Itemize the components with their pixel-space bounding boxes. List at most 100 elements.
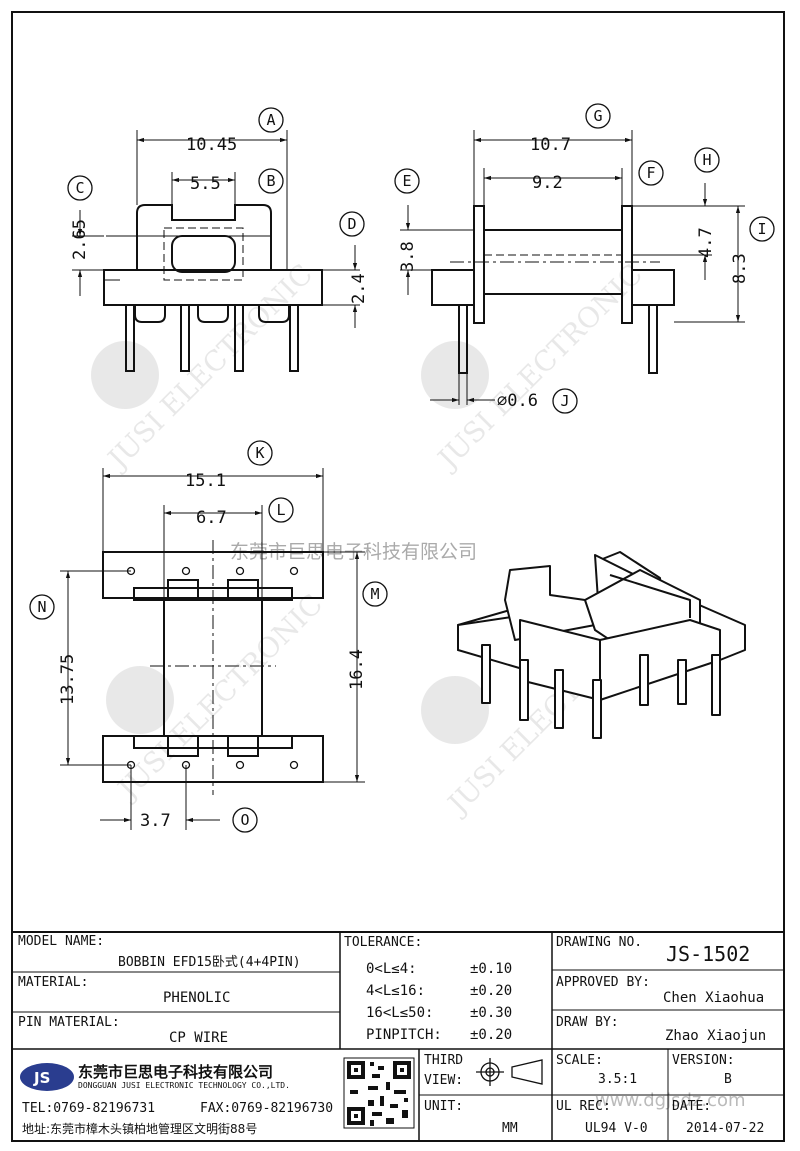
bottom-view	[102, 540, 324, 795]
tolerance-value-3: ±0.30	[470, 1005, 513, 1021]
third-view-label-2: VIEW:	[424, 1073, 464, 1088]
front-view	[103, 204, 323, 372]
dim-k-value: 15.1	[185, 471, 226, 491]
dim-g-value: 10.7	[530, 135, 571, 155]
isometric-view	[457, 551, 746, 739]
dim-a-value: 10.45	[186, 135, 237, 155]
tolerance-range-4: PINPITCH:	[366, 1027, 442, 1043]
dimension-values: 10.45 5.5 2.65 2.4 10.7 9.2 3.8 4.7 8.3 …	[58, 135, 750, 831]
svg-text:G: G	[593, 107, 602, 125]
model-name-label: MODEL NAME:	[18, 934, 105, 949]
company-fax: FAX:0769-82196730	[200, 1101, 334, 1116]
date-value: 2014-07-22	[686, 1121, 765, 1136]
callout-j: J	[552, 388, 578, 414]
dim-l-value: 6.7	[196, 508, 227, 528]
sheet-border	[11, 11, 785, 1142]
svg-text:N: N	[37, 598, 46, 616]
drawing-no-label: DRAWING NO.	[556, 935, 643, 950]
callout-n: N	[29, 594, 55, 620]
svg-text:C: C	[75, 179, 84, 197]
pin-material-value: CP WIRE	[169, 1030, 229, 1046]
dim-i-value: 8.3	[730, 253, 750, 284]
dim-n-value: 13.75	[58, 654, 78, 705]
model-name-value: BOBBIN EFD15卧式(4+4PIN)	[118, 955, 301, 970]
scale-value: 3.5:1	[598, 1072, 638, 1087]
material-value: PHENOLIC	[163, 990, 231, 1006]
callout-f: F	[638, 160, 664, 186]
svg-text:M: M	[370, 585, 379, 603]
tolerance-range-3: 16<L≤50:	[366, 1005, 434, 1021]
version-label: VERSION:	[672, 1053, 735, 1068]
svg-text:H: H	[702, 151, 711, 169]
date-label: DATE:	[672, 1099, 712, 1114]
dim-e-value: 3.8	[398, 241, 418, 272]
tolerance-range-2: 4<L≤16:	[366, 983, 426, 999]
approved-value: Chen Xiaohua	[663, 990, 765, 1006]
tolerance-range-1: 0<L≤4:	[366, 961, 417, 977]
callout-m: M	[362, 581, 388, 607]
third-angle-symbol	[476, 1058, 543, 1086]
company-address: 地址:东莞市樟木头镇柏地管理区文明街88号	[22, 1122, 258, 1136]
callouts: A B C D G E F H I J K L M N O	[29, 103, 775, 833]
qr-code	[343, 1057, 415, 1129]
dim-c-value: 2.65	[70, 219, 90, 260]
svg-text:L: L	[276, 501, 285, 519]
draw-label: DRAW BY:	[556, 1015, 619, 1030]
svg-text:K: K	[255, 444, 264, 462]
svg-text:F: F	[646, 164, 655, 182]
dim-f-value: 9.2	[532, 173, 563, 193]
unit-label: UNIT:	[424, 1099, 464, 1114]
watermark: JUSI ELECTRONIC JUSI ELECTRONIC JUSI ELE…	[91, 257, 659, 822]
material-label: MATERIAL:	[18, 975, 89, 990]
svg-text:J: J	[560, 392, 569, 410]
drawing-no-value: JS-1502	[666, 942, 751, 966]
svg-text:D: D	[347, 215, 356, 233]
tolerance-value-2: ±0.20	[470, 983, 513, 999]
callout-b: B	[258, 168, 284, 194]
svg-text:E: E	[402, 172, 411, 190]
company-name-cn: 东莞市巨思电子科技有限公司	[78, 1063, 274, 1081]
dim-d-value: 2.4	[349, 273, 369, 304]
dim-o-value: 3.7	[140, 811, 171, 831]
svg-text:A: A	[266, 111, 275, 129]
bottom-dims	[60, 468, 365, 830]
svg-text:I: I	[757, 220, 766, 238]
callout-c: C	[67, 175, 93, 201]
callout-h: H	[694, 147, 720, 173]
callout-a: A	[258, 107, 284, 133]
ul-rec-value: UL94 V-0	[585, 1121, 648, 1136]
svg-text:B: B	[266, 172, 275, 190]
scale-label: SCALE:	[556, 1053, 603, 1068]
tolerance-value-1: ±0.10	[470, 961, 513, 977]
callout-l: L	[268, 497, 294, 523]
front-dims	[72, 130, 360, 328]
watermark-logo	[91, 341, 489, 744]
unit-value: MM	[502, 1121, 518, 1136]
side-dims	[400, 130, 745, 405]
approved-label: APPROVED BY:	[556, 975, 650, 990]
ul-rec-label: UL REC:	[556, 1099, 611, 1114]
svg-text:O: O	[240, 811, 249, 829]
company-logo: JS	[20, 1063, 74, 1091]
tolerance-value-4: ±0.20	[470, 1027, 513, 1043]
third-view-label-1: THIRD	[424, 1053, 464, 1068]
callout-g: G	[585, 103, 611, 129]
svg-text:JS: JS	[33, 1069, 50, 1087]
tolerance-label: TOLERANCE:	[344, 935, 423, 950]
callout-i: I	[749, 216, 775, 242]
draw-value: Zhao Xiaojun	[665, 1028, 767, 1044]
pin-material-label: PIN MATERIAL:	[18, 1015, 120, 1030]
callout-o: O	[232, 807, 258, 833]
company-tel: TEL:0769-82196731	[22, 1101, 156, 1116]
side-view	[431, 205, 675, 374]
version-value: B	[724, 1072, 732, 1087]
dim-b-value: 5.5	[190, 174, 221, 194]
dim-j-value: ⌀0.6	[497, 391, 538, 411]
callout-k: K	[247, 440, 273, 466]
callout-e: E	[394, 168, 420, 194]
callout-d: D	[339, 211, 365, 237]
dim-m-value: 16.4	[347, 649, 367, 690]
watermark-url: www.dgjsdz.com	[595, 1090, 746, 1111]
company-name-en: DONGGUAN JUSI ELECTRONIC TECHNOLOGY CO.,…	[78, 1081, 290, 1090]
